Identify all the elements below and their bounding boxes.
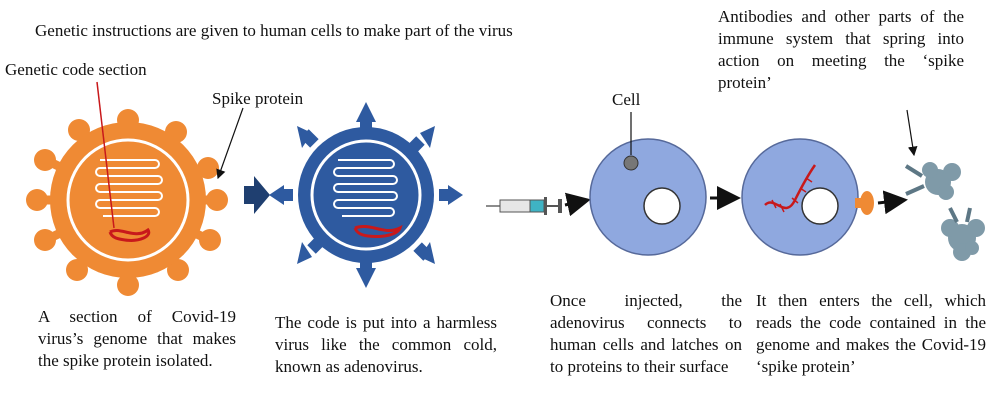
cell-icon <box>589 138 707 256</box>
diagram-title: Genetic instructions are given to human … <box>35 21 513 40</box>
caption-step4: It then enters the cell, which reads the… <box>756 291 986 376</box>
label-antibodies: Antibodies and other parts of the immune… <box>718 7 964 92</box>
antibody-icon <box>904 162 985 261</box>
label-spike-protein: Spike protein <box>212 89 304 108</box>
caption-step3: Once injected, the adenovirus connects t… <box>550 291 742 376</box>
antibodies-pointer <box>906 109 918 157</box>
genetic-code-strand <box>108 227 151 242</box>
genetic-code-pointer <box>96 81 115 229</box>
covid-virus-icon <box>26 109 228 296</box>
caption-step1: A section of Covid-19 virus’s genome tha… <box>38 307 236 370</box>
big-arrow-icon <box>244 176 270 214</box>
spike-protein-pointer <box>216 107 244 180</box>
caption-step2: The code is put into a harmless virus li… <box>275 313 497 376</box>
arrow-to-cell-icon <box>564 192 591 217</box>
syringe-icon <box>486 197 562 215</box>
arrow-to-antibodies-icon <box>877 190 908 215</box>
label-genetic-code-section: Genetic code section <box>5 60 147 79</box>
cell-with-spike-icon <box>741 138 874 256</box>
label-cell: Cell <box>612 90 641 109</box>
rna-coil <box>95 159 163 217</box>
adenovirus-icon <box>269 102 463 288</box>
